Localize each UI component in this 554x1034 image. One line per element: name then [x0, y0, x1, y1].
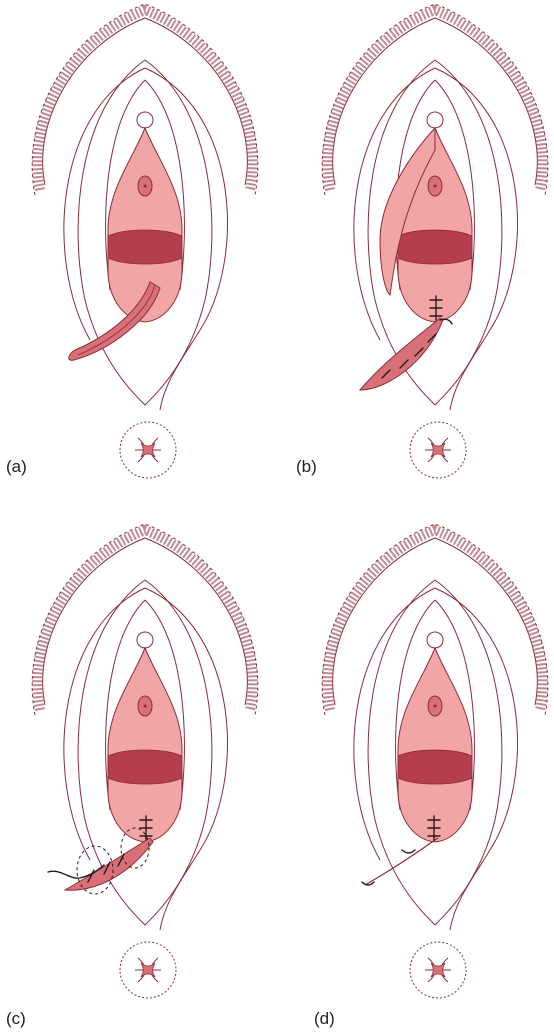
repaired-line [365, 838, 438, 885]
panel-d: (d) [314, 524, 548, 1028]
panel-label-c: (c) [6, 1009, 26, 1028]
perineal-flap [360, 318, 443, 390]
panel-a: (a) [6, 4, 258, 478]
panel-label-a: (a) [6, 457, 27, 476]
panel-label-b: (b) [296, 457, 317, 476]
panel-b: (b) [296, 4, 548, 478]
panel-c: (c) [6, 524, 258, 1028]
panel-label-d: (d) [314, 1009, 335, 1028]
